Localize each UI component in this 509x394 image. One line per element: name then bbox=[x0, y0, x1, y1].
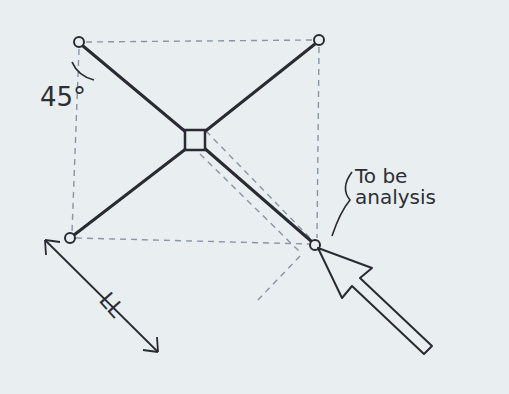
callout-bracket bbox=[332, 172, 352, 236]
callout-note: To be analysis bbox=[355, 166, 455, 208]
truss-members bbox=[74, 44, 315, 241]
dashed-outline bbox=[72, 40, 319, 302]
angle-label: 45° bbox=[40, 84, 86, 111]
load-arrow bbox=[318, 248, 432, 354]
angle-arc bbox=[72, 62, 94, 80]
pin-supports bbox=[65, 35, 324, 250]
center-joint bbox=[185, 130, 205, 150]
dimension-line bbox=[45, 240, 158, 352]
